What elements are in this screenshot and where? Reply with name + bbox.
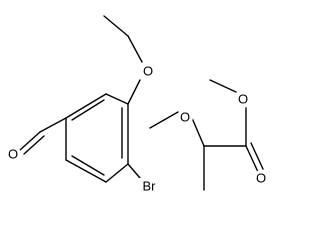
bond-ring-to-ether-oxygen — [127, 79, 141, 105]
carbonyl-double-bond-1 — [245, 145, 259, 173]
bond-ring-to-phenoxy-oxygen — [149, 111, 179, 129]
bond-ester-oxygen-to-methyl — [209, 79, 237, 93]
chemical-structure-diagram: O O O O O Br — [5, 15, 269, 194]
benzene-ring — [65, 93, 129, 183]
aldehyde-double-bond-2 — [23, 135, 45, 155]
aldehyde-double-bond-1 — [19, 131, 41, 151]
propanoate-side-chain — [149, 79, 264, 191]
bromine-label: Br — [143, 179, 157, 194]
ring-double-bond-inner-1 — [71, 99, 105, 121]
aldehyde-oxygen-label: O — [8, 147, 18, 162]
bond-ring-to-aldehyde-carbon — [39, 117, 67, 133]
bond-ch2-to-ch3 — [103, 15, 129, 37]
bromo-substituent — [127, 163, 141, 179]
carbonyl-oxygen-label: O — [256, 171, 266, 186]
bond-ring-to-bromine — [127, 163, 141, 179]
ester-oxygen-label: O — [238, 92, 248, 107]
ring-double-bond-inner-2 — [71, 155, 105, 176]
phenoxy-oxygen-label: O — [180, 110, 190, 125]
ethoxy-group — [103, 15, 143, 105]
ring-bond-c4-c5 — [65, 159, 107, 183]
ring-bond-c5-c6 — [105, 163, 129, 183]
bond-phenoxy-oxygen-to-ch — [191, 117, 205, 147]
carbonyl-double-bond-2 — [250, 142, 264, 170]
ether-oxygen-label: O — [143, 64, 153, 79]
atom-labels: O O O O O Br — [5, 63, 269, 194]
aldehyde-group — [19, 117, 67, 155]
ring-bond-c1-c2 — [105, 93, 129, 105]
ring-bond-c2-c3 — [65, 93, 107, 119]
bond-ether-oxygen-to-ch2 — [127, 35, 143, 63]
